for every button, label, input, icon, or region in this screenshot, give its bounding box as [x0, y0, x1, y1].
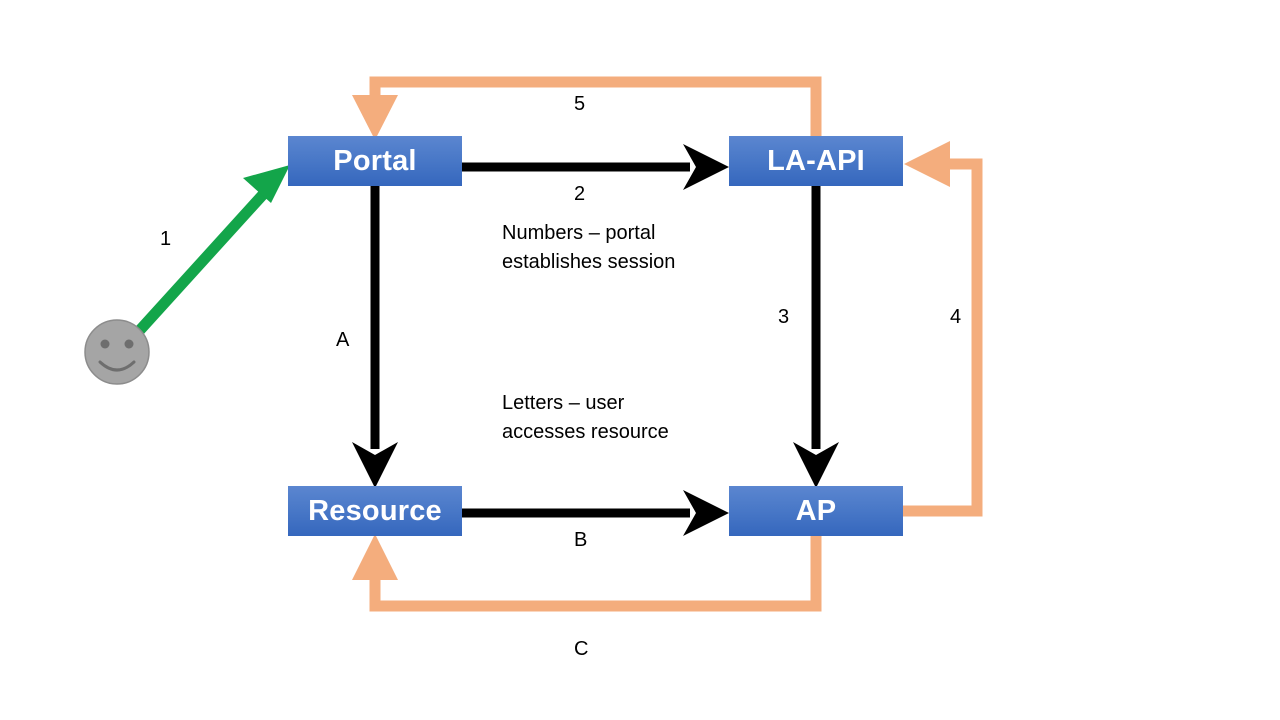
user-eye-right-icon [124, 339, 134, 349]
edge-label-1: 1 [160, 228, 172, 250]
edge-4-orange-ap-to-laapi [903, 141, 983, 517]
node-resource-label: Resource [308, 494, 442, 527]
node-la-api-label: LA-API [767, 144, 865, 177]
edge-label-A: A [336, 329, 350, 351]
node-resource[interactable]: Resource [288, 486, 462, 536]
node-ap[interactable]: AP [729, 486, 903, 536]
note-letters-line-2: accesses resource [502, 421, 669, 443]
note-letters-line-1: Letters – user [502, 392, 625, 414]
note-numbers-line-2: establishes session [502, 251, 676, 273]
edge-3-black-laapi-to-ap [793, 186, 839, 488]
edge-1-green-user-to-portal [135, 165, 290, 334]
user-smile-icon [98, 360, 136, 372]
edge-B-black-resource-to-ap [462, 490, 729, 536]
edge-label-B: B [574, 529, 588, 551]
edge-label-4: 4 [950, 306, 962, 328]
note-letters: Letters – user accesses resource [502, 389, 669, 447]
edge-label-2: 2 [574, 183, 586, 205]
edge-label-5: 5 [574, 93, 586, 115]
edge-5-orange-laapi-to-portal [352, 76, 822, 140]
edge-label-C: C [574, 638, 589, 660]
node-la-api[interactable]: LA-API [729, 136, 903, 186]
user-actor[interactable] [84, 319, 150, 385]
edge-C-orange-ap-to-resource [352, 534, 822, 612]
node-ap-label: AP [795, 494, 837, 527]
edge-A-black-portal-to-resource [352, 186, 398, 488]
note-numbers: Numbers – portal establishes session [502, 219, 675, 277]
user-eye-left-icon [100, 339, 110, 349]
node-portal[interactable]: Portal [288, 136, 462, 186]
edge-label-3: 3 [778, 306, 790, 328]
note-numbers-line-1: Numbers – portal [502, 222, 656, 244]
user-head-circle [84, 319, 150, 385]
node-portal-label: Portal [333, 144, 417, 177]
edge-2-black-portal-to-laapi [462, 144, 729, 190]
